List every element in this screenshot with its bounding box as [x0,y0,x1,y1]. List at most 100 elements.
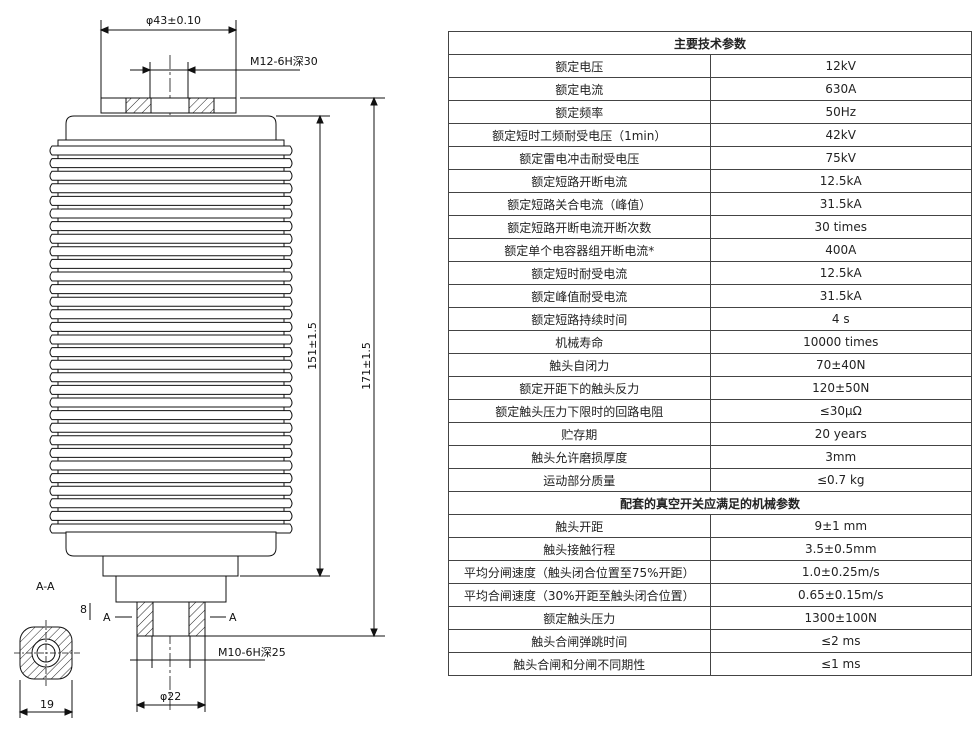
section-marker-right: A [229,611,237,624]
body-rib [49,233,293,244]
section-title: 主要技术参数 [448,31,972,55]
param-name: 贮存期 [448,422,711,446]
body-rib [49,359,293,370]
inner-height-label: 151±1.5 [306,322,319,370]
param-value: 3.5±0.5mm [709,537,972,561]
param-name: 额定雷电冲击耐受电压 [448,146,711,170]
param-name: 额定短时耐受电流 [448,261,711,285]
body-rib [49,246,293,257]
param-value: 31.5kA [709,192,972,216]
param-name: 触头接触行程 [448,537,711,561]
param-value: 70±40N [709,353,972,377]
table-row: 运动部分质量≤0.7 kg [448,468,972,492]
param-value: ≤0.7 kg [709,468,972,492]
section-header-main: 主要技术参数 [448,31,972,55]
param-name: 额定短路开断电流开断次数 [448,215,711,239]
top-terminal [100,97,237,114]
bottom-stem [102,555,239,637]
body-rib [49,447,293,458]
section-view [14,620,80,718]
param-value: 50Hz [709,100,972,124]
param-value: 3mm [709,445,972,469]
body-rib [49,384,293,395]
body-rib [49,397,293,408]
top-diameter-label: φ43±0.10 [146,14,201,27]
table-row: 额定触头压力下限时的回路电阻≤30μΩ [448,399,972,423]
body-rib [49,145,293,156]
section-header-mechanical: 配套的真空开关应满足的机械参数 [448,491,972,515]
section-marker-left: A [103,611,111,624]
param-value: 9±1 mm [709,514,972,538]
body-rib [49,309,293,320]
body-rib [49,422,293,433]
param-name: 额定短路持续时间 [448,307,711,331]
section-width-label: 19 [40,698,54,711]
top-thread-label: M12-6H深30 [250,55,318,68]
param-name: 额定电流 [448,77,711,101]
param-value: ≤30μΩ [709,399,972,423]
param-value: 12kV [709,54,972,78]
table-row: 额定短路关合电流（峰值）31.5kA [448,192,972,216]
body-rib [49,410,293,421]
body-rib [49,258,293,269]
param-value: 630A [709,77,972,101]
param-value: 0.65±0.15m/s [709,583,972,607]
param-value: ≤2 ms [709,629,972,653]
param-name: 触头自闭力 [448,353,711,377]
param-name: 平均合闸速度（30%开距至触头闭合位置） [448,583,711,607]
top-cap [65,115,277,141]
body-rib [49,372,293,383]
table-row: 平均分闸速度（触头闭合位置至75%开距）1.0±0.25m/s [448,560,972,584]
param-name: 额定峰值耐受电流 [448,284,711,308]
param-name: 额定短时工频耐受电压（1min） [448,123,711,147]
param-name: 额定短路开断电流 [448,169,711,193]
body-rib [49,334,293,345]
param-value: 4 s [709,307,972,331]
body-rib [49,271,293,282]
param-name: 额定触头压力 [448,606,711,630]
gap-label: 8 [80,603,87,616]
body-rib [49,485,293,496]
param-name: 运动部分质量 [448,468,711,492]
param-name: 平均分闸速度（触头闭合位置至75%开距） [448,560,711,584]
body-rib [49,284,293,295]
body-rib [49,158,293,169]
param-name: 机械寿命 [448,330,711,354]
body-rib [49,208,293,219]
param-value: 12.5kA [709,261,972,285]
bottom-thread-label: M10-6H深25 [218,646,286,659]
body-rib [49,498,293,509]
table-row: 额定短时工频耐受电压（1min）42kV [448,123,972,147]
body-rib [49,460,293,471]
body-rib [49,321,293,332]
body-rib [49,435,293,446]
vacuum-interrupter-drawing: φ43±0.10 M12-6H深30 A A 8 [14,14,385,718]
section-view-label: A-A [36,580,55,593]
body-rib [49,221,293,232]
body-rib [49,347,293,358]
param-name: 额定开距下的触头反力 [448,376,711,400]
body-rib [49,523,293,534]
param-value: 31.5kA [709,284,972,308]
param-value: 42kV [709,123,972,147]
param-name: 触头合闸和分闸不同期性 [448,652,711,676]
body-rib [49,195,293,206]
table-row: 触头合闸弹跳时间≤2 ms [448,629,972,653]
param-value: 30 times [709,215,972,239]
top-diameter-dimension [99,20,238,112]
table-row: 触头合闸和分闸不同期性≤1 ms [448,652,972,676]
param-name: 额定触头压力下限时的回路电阻 [448,399,711,423]
param-value: 400A [709,238,972,262]
top-thread-dimension [130,62,300,98]
param-value: 1.0±0.25m/s [709,560,972,584]
param-value: 10000 times [709,330,972,354]
